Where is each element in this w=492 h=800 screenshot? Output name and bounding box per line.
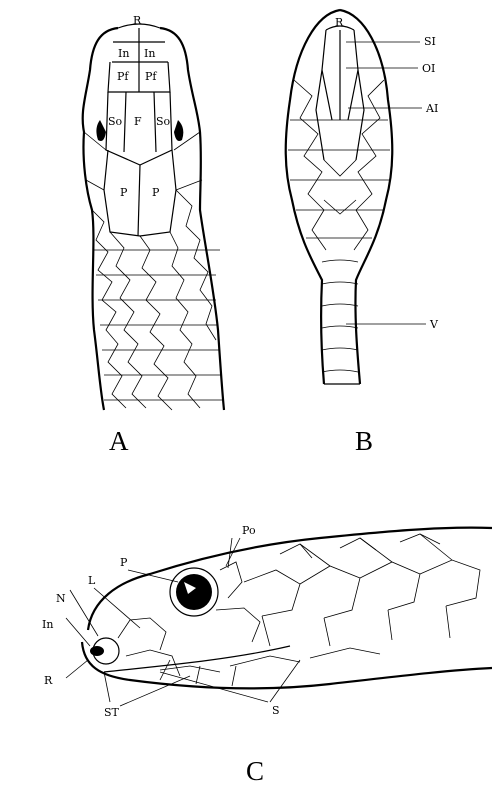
panel-b-drawing: R SI OI AI V: [260, 0, 492, 420]
label-prefrontal-left: Pf: [117, 70, 129, 83]
label-ventral: V: [429, 318, 439, 331]
label-internasal-left: In: [118, 47, 129, 60]
panel-b: R SI OI AI V B: [260, 0, 492, 470]
label-rostral-c: R: [44, 674, 53, 687]
label-loreal: L: [88, 574, 96, 587]
caption-c: C: [246, 756, 264, 787]
label-rostral-a: R: [133, 14, 142, 27]
label-preocular: P: [120, 556, 128, 569]
panel-a-drawing: R In In Pf Pf So F So P P: [0, 0, 260, 420]
label-supralabial: SI: [424, 35, 436, 48]
label-parietal-left: P: [120, 186, 128, 199]
caption-b: B: [355, 426, 373, 457]
label-anterior-inframaxillary: AI: [425, 102, 438, 115]
label-internasal-c: In: [42, 618, 53, 631]
ventral-scale-pattern: [288, 80, 390, 372]
label-supraocular-right: So: [156, 115, 171, 128]
label-supralabials: ST: [104, 706, 120, 719]
label-anterior-infralabial: OI: [422, 62, 435, 75]
label-prefrontal-right: Pf: [145, 70, 157, 83]
lateral-scale-pattern: [118, 534, 480, 686]
panel-c-drawing: Po P L N In R ST S: [0, 470, 492, 750]
panel-c: Po P L N In R ST S C: [0, 470, 492, 800]
panel-a: R In In Pf Pf So F So P P A: [0, 0, 260, 470]
label-frontal: F: [134, 115, 142, 128]
label-rostral-b: R: [335, 16, 344, 29]
label-parietal-right: P: [152, 186, 160, 199]
label-sublabial: S: [272, 704, 280, 717]
label-internasal-right: In: [144, 47, 155, 60]
label-supraocular-left: So: [108, 115, 123, 128]
label-nasal: N: [56, 592, 66, 605]
label-postocular: Po: [242, 524, 256, 537]
caption-a: A: [109, 426, 129, 457]
